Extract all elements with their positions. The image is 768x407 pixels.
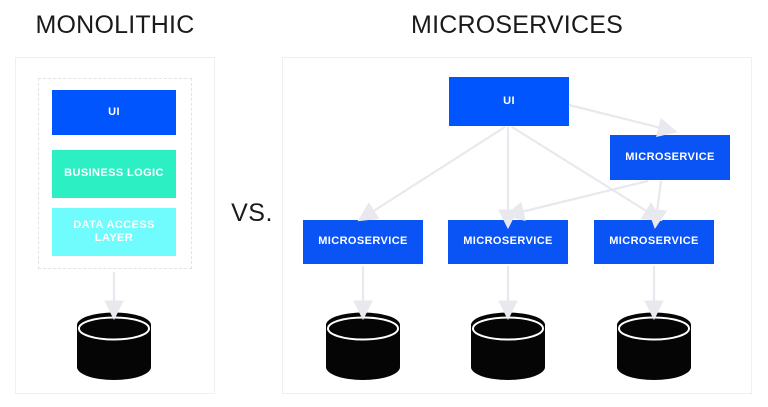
- microservice-3-database-icon: [617, 312, 691, 380]
- versus-label: VS.: [231, 199, 273, 227]
- microservices-node-1[interactable]: MICROSERVICE: [303, 220, 423, 264]
- monolith-layer-ui[interactable]: UI: [52, 90, 176, 135]
- microservices-node-ui[interactable]: UI: [449, 77, 569, 126]
- monolithic-title: MONOLITHIC: [35, 11, 195, 39]
- monolith-layer-data-access[interactable]: DATA ACCESS LAYER: [52, 208, 176, 256]
- monolith-database-icon: [77, 312, 151, 380]
- microservice-2-database-icon: [471, 312, 545, 380]
- microservices-title: MICROSERVICES: [411, 11, 623, 39]
- microservices-node-2[interactable]: MICROSERVICE: [448, 220, 568, 264]
- microservices-node-top-right[interactable]: MICROSERVICE: [610, 135, 730, 180]
- microservices-node-3[interactable]: MICROSERVICE: [594, 220, 714, 264]
- microservice-1-database-icon: [326, 312, 400, 380]
- monolith-layer-business-logic[interactable]: BUSINESS LOGIC: [52, 150, 176, 198]
- monolith-application-boundary: [38, 78, 192, 269]
